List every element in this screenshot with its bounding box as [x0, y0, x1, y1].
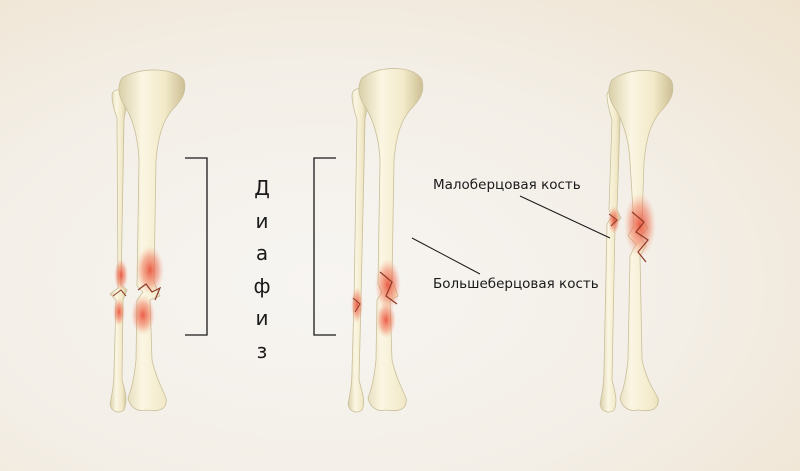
fracture-line-2b	[352, 297, 361, 313]
fracture-highlight-3b	[608, 206, 620, 234]
fracture-line-3	[631, 211, 649, 263]
fracture-highlight-1c	[114, 259, 128, 291]
diaphysis-letter: и	[255, 306, 269, 330]
fibula-label: Малоберцовая кость	[433, 177, 581, 193]
fracture-highlight-1d	[113, 298, 125, 326]
fibula-bone-3	[599, 88, 624, 413]
fibula-bone-1	[109, 89, 128, 413]
fracture-highlight-3a	[624, 193, 656, 257]
tibia-bone-2	[358, 68, 424, 412]
fracture-highlight-1a	[136, 246, 164, 294]
tibia-label: Большеберцовая кость	[433, 276, 599, 292]
fibula-bone-2	[347, 88, 369, 413]
diaphysis-letter: а	[255, 241, 269, 265]
fracture-line-1b	[112, 289, 127, 297]
tibia-leader-line	[411, 237, 481, 275]
fracture-highlight-2b	[376, 302, 396, 338]
diaphysis-letter: ф	[253, 273, 271, 298]
fibula-leader-line	[519, 195, 611, 239]
diaphysis-bracket-right	[185, 157, 208, 336]
leg-3	[599, 70, 674, 413]
diaphysis-letter: з	[256, 338, 268, 363]
diaphysis-letter: и	[255, 208, 269, 233]
diaphysis-letter: Д	[254, 176, 270, 200]
leg-2	[347, 68, 424, 413]
fracture-highlight-2c	[351, 287, 363, 323]
fracture-line-2	[379, 271, 398, 305]
fracture-highlight-2a	[375, 259, 401, 311]
fracture-line-3b	[608, 213, 618, 227]
fracture-line-1	[137, 283, 162, 301]
tibia-bone-1	[118, 69, 186, 412]
diaphysis-bracket-left	[313, 157, 336, 336]
fracture-highlight-1b	[131, 295, 155, 335]
leg-1	[109, 69, 186, 413]
